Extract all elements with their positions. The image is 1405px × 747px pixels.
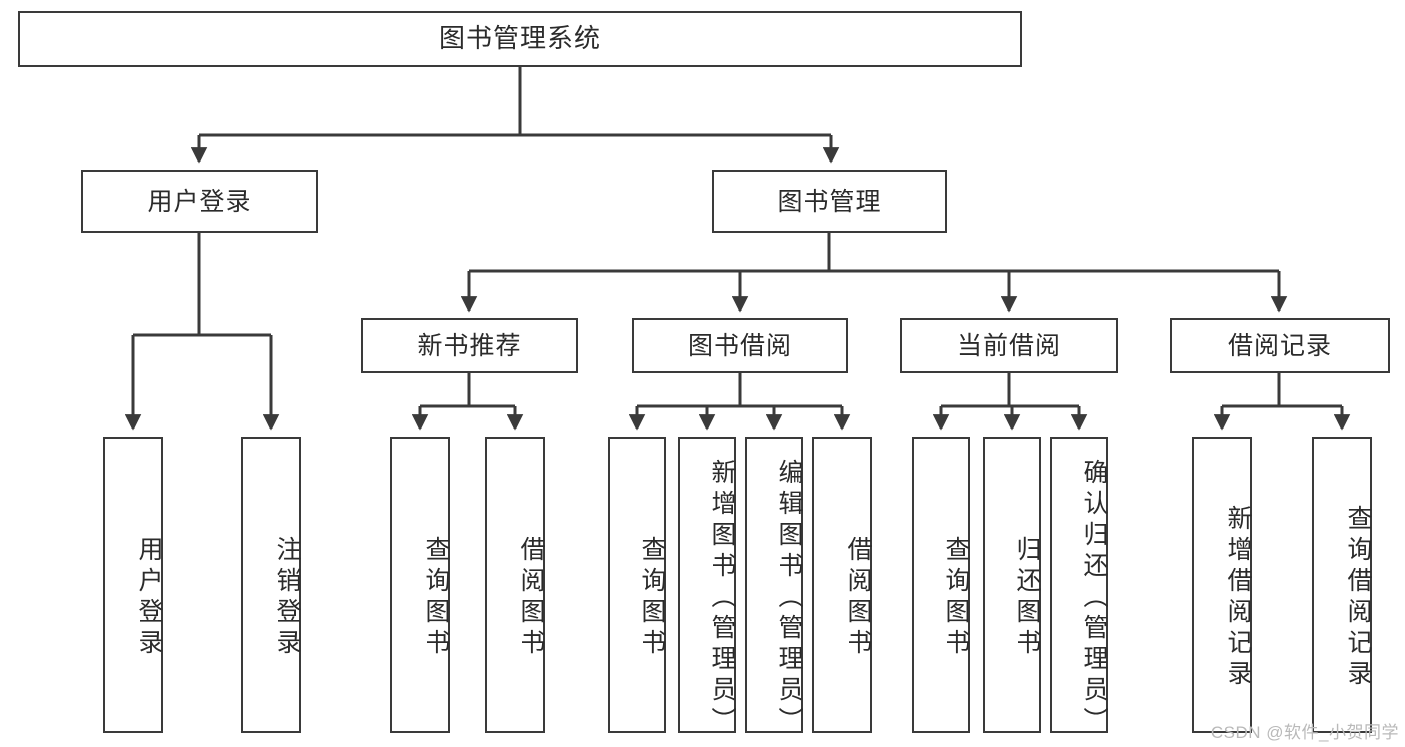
node-leaf-edit-book-admin[interactable]: 编辑图书（管理员） <box>745 437 803 738</box>
node-label: 确认归还（管理员） <box>1080 458 1108 738</box>
node-leaf-query-book-3[interactable]: 查询图书 <box>912 437 970 733</box>
node-label: 注销登录 <box>273 536 301 660</box>
node-label: 查询借阅记录 <box>1344 505 1372 691</box>
node-leaf-logout-login[interactable]: 注销登录 <box>241 437 301 733</box>
node-user-login[interactable]: 用户登录 <box>81 170 318 233</box>
node-label: 借阅图书 <box>844 536 872 660</box>
node-label: 编辑图书（管理员） <box>775 458 803 738</box>
node-label: 图书管理系统 <box>438 23 601 54</box>
node-label: 图书管理 <box>777 187 882 216</box>
node-label: 查询图书 <box>638 536 666 660</box>
node-label: 用户登录 <box>147 187 252 216</box>
node-label: 新书推荐 <box>417 331 522 360</box>
node-leaf-return-book[interactable]: 归还图书 <box>983 437 1041 733</box>
node-leaf-add-book-admin[interactable]: 新增图书（管理员） <box>678 437 736 738</box>
csdn-watermark: CSDN @软件_小贺同学 <box>1210 723 1399 742</box>
node-label: 图书借阅 <box>687 331 792 360</box>
node-label: 用户登录 <box>135 536 163 660</box>
node-leaf-add-borrow-record[interactable]: 新增借阅记录 <box>1192 437 1252 733</box>
node-leaf-query-book-2[interactable]: 查询图书 <box>608 437 666 733</box>
node-label: 归还图书 <box>1013 536 1041 660</box>
node-leaf-borrow-book-2[interactable]: 借阅图书 <box>812 437 872 733</box>
node-book-manage[interactable]: 图书管理 <box>712 170 947 233</box>
node-current-borrow[interactable]: 当前借阅 <box>900 318 1118 373</box>
node-label: 查询图书 <box>942 536 970 660</box>
node-label: 新增图书（管理员） <box>708 458 736 738</box>
node-root-system[interactable]: 图书管理系统 <box>18 11 1022 67</box>
node-leaf-confirm-return[interactable]: 确认归还（管理员） <box>1050 437 1108 738</box>
node-leaf-user-login[interactable]: 用户登录 <box>103 437 163 733</box>
node-label: 借阅图书 <box>517 536 545 660</box>
node-label: 当前借阅 <box>956 331 1061 360</box>
node-new-book-recommend[interactable]: 新书推荐 <box>361 318 578 373</box>
node-label: 新增借阅记录 <box>1224 505 1252 691</box>
node-leaf-borrow-book-1[interactable]: 借阅图书 <box>485 437 545 733</box>
node-label: 借阅记录 <box>1227 331 1332 360</box>
node-book-borrow[interactable]: 图书借阅 <box>632 318 848 373</box>
node-leaf-query-borrow-record[interactable]: 查询借阅记录 <box>1312 437 1372 733</box>
node-leaf-query-book-1[interactable]: 查询图书 <box>390 437 450 733</box>
node-borrow-record[interactable]: 借阅记录 <box>1170 318 1390 373</box>
node-label: 查询图书 <box>422 536 450 660</box>
